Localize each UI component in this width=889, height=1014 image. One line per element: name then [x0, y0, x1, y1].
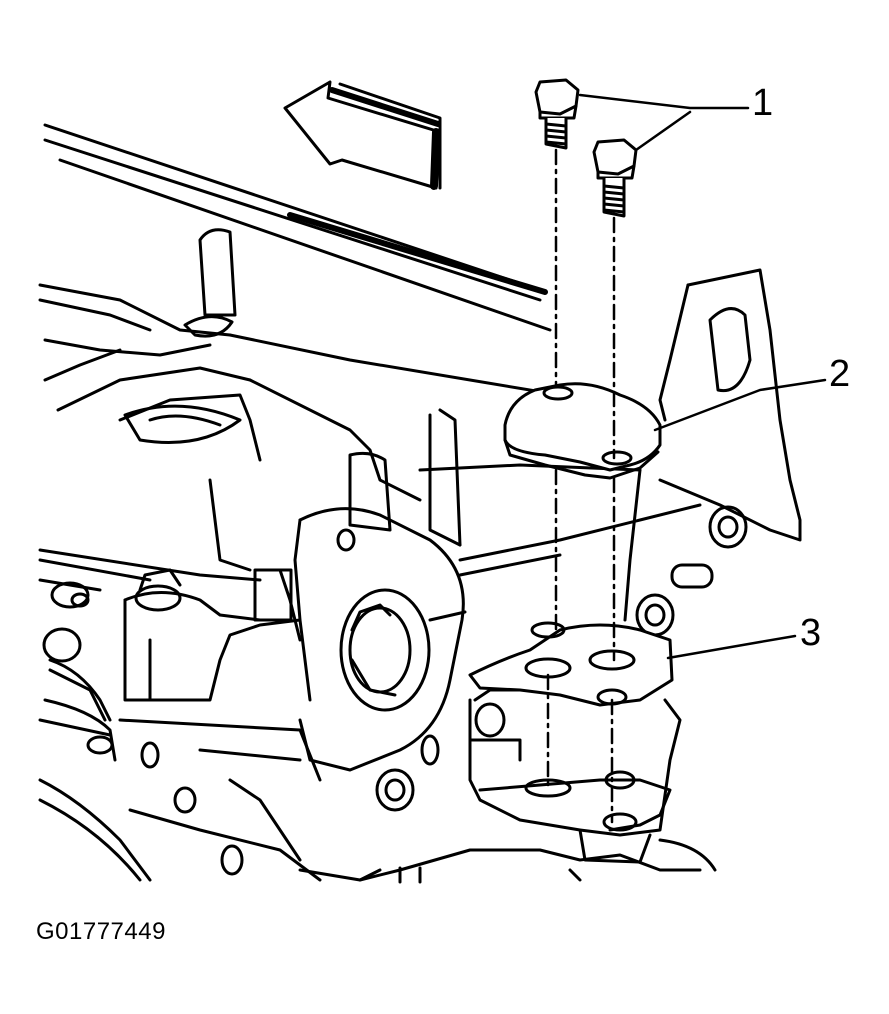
- callout-3: 3: [800, 612, 822, 654]
- cover-plate: [503, 382, 662, 480]
- lower-housing: [468, 688, 682, 864]
- leader-lines: [578, 93, 827, 660]
- left-mount-bracket: [42, 568, 302, 876]
- bolt-right: [592, 138, 638, 218]
- bolt-left: [534, 78, 580, 150]
- callout-1: 1: [752, 82, 774, 124]
- right-bracket: [623, 268, 802, 637]
- direction-arrow: [283, 80, 442, 190]
- engine-block: [38, 123, 717, 884]
- figure-id: G01777449: [36, 918, 166, 945]
- alignment-lines: [546, 148, 616, 824]
- gasket: [468, 621, 674, 707]
- callout-2: 2: [829, 353, 851, 395]
- sensor-mount: [253, 507, 467, 812]
